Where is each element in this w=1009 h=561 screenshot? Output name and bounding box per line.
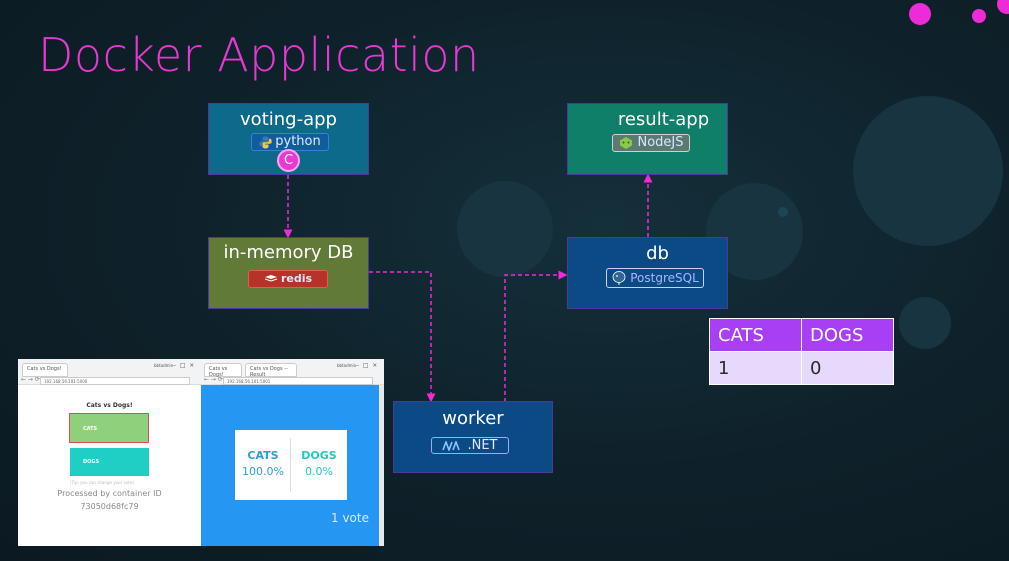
node-label: voting-app <box>240 109 337 130</box>
window-controls: – □ × <box>173 362 195 369</box>
page-title: Docker Application <box>38 28 480 82</box>
table-row: 1 0 <box>709 351 894 385</box>
nav-arrows-icon: ← → ⟳ <box>204 376 223 383</box>
node-label: db <box>646 243 669 264</box>
marker-label: C <box>283 153 294 168</box>
table-header-cats: CATS <box>709 318 802 352</box>
result-cats-pct: 100.0% <box>242 465 284 478</box>
browser-address-bar: 192.168.56.101:5001 <box>223 377 373 385</box>
decorative-circle <box>899 297 951 349</box>
result-card: CATS 100.0% DOGS 0.0% <box>235 430 347 500</box>
table-cell-cats: 1 <box>709 351 802 385</box>
vote-count: 1 vote <box>331 511 369 525</box>
table-header-row: CATS DOGS <box>709 318 894 352</box>
redis-icon <box>264 275 278 282</box>
dotnet-icon <box>442 440 461 451</box>
decorative-dot <box>909 3 931 25</box>
vote-option-dogs: DOGS <box>70 448 149 476</box>
nav-arrows-icon: ← → ⟳ <box>21 376 40 383</box>
badge-postgresql: PostgreSQL <box>606 268 704 288</box>
browser-chrome: Cats vs Dogs! bbtadmin – □ × ← → ⟳ 192.1… <box>18 359 201 385</box>
window-user: bbtadmin <box>337 363 357 368</box>
decorative-circle <box>853 96 1003 246</box>
browser-tab-active: Cats vs Dogs -- Result <box>245 363 297 378</box>
decorative-circle <box>778 207 788 217</box>
table-header-dogs: DOGS <box>801 318 894 352</box>
node-label: in-memory DB <box>223 242 354 263</box>
node-result-app: result-app <box>567 103 728 175</box>
browser-tab: Cats vs Dogs! <box>204 363 242 378</box>
voting-heading: Cats vs Dogs! <box>86 402 133 409</box>
decorative-dot <box>997 0 1009 14</box>
node-label: result-app <box>617 109 710 130</box>
option-label: DOGS <box>83 459 100 465</box>
processed-text: Processed by container ID <box>57 489 162 498</box>
result-dogs-label: DOGS <box>301 449 337 462</box>
badge-label: python <box>275 134 321 149</box>
container-id: 73050d68fc79 <box>80 502 139 511</box>
badge-label: redis <box>280 272 313 285</box>
browser-address-bar: 192.168.56.101:5000 <box>40 377 190 385</box>
vote-table: CATS DOGS 1 0 <box>709 318 894 385</box>
container-marker: C <box>277 149 300 172</box>
badge-label: .NET <box>467 437 498 453</box>
decorative-circle <box>457 181 553 277</box>
browser-chrome: Cats vs Dogs! Cats vs Dogs -- Result bbt… <box>201 359 384 385</box>
node-label: worker <box>442 408 504 429</box>
badge-nodejs: NodeJS <box>612 134 690 152</box>
vote-hint: (Tip: you can change your vote) <box>70 480 134 485</box>
table-cell-dogs: 0 <box>801 351 894 385</box>
browser-tab: Cats vs Dogs! <box>22 363 68 377</box>
python-icon <box>259 136 272 148</box>
scrollbar <box>379 385 384 546</box>
badge-label: PostgreSQL <box>630 271 699 285</box>
connector-worker-to-db <box>504 270 568 402</box>
result-cats-label: CATS <box>247 449 279 462</box>
badge-redis: redis <box>248 270 328 288</box>
result-dogs-pct: 0.0% <box>305 465 333 478</box>
voting-app-browser-screenshot: Cats vs Dogs! bbtadmin – □ × ← → ⟳ 192.1… <box>18 359 201 546</box>
decorative-dot <box>972 9 986 23</box>
badge-label: NodeJS <box>637 135 684 150</box>
badge-python: python <box>251 133 329 151</box>
vote-option-cats: CATS <box>69 413 149 443</box>
result-divider <box>290 438 291 492</box>
option-label: CATS <box>83 426 98 432</box>
badge-dotnet: .NET <box>431 437 509 454</box>
nodejs-icon <box>620 137 633 149</box>
window-user: bbtadmin <box>154 363 174 368</box>
result-app-browser-screenshot: Cats vs Dogs! Cats vs Dogs -- Result bbt… <box>201 359 384 546</box>
postgresql-elephant-icon <box>612 271 626 285</box>
window-controls: – □ × <box>356 362 378 369</box>
